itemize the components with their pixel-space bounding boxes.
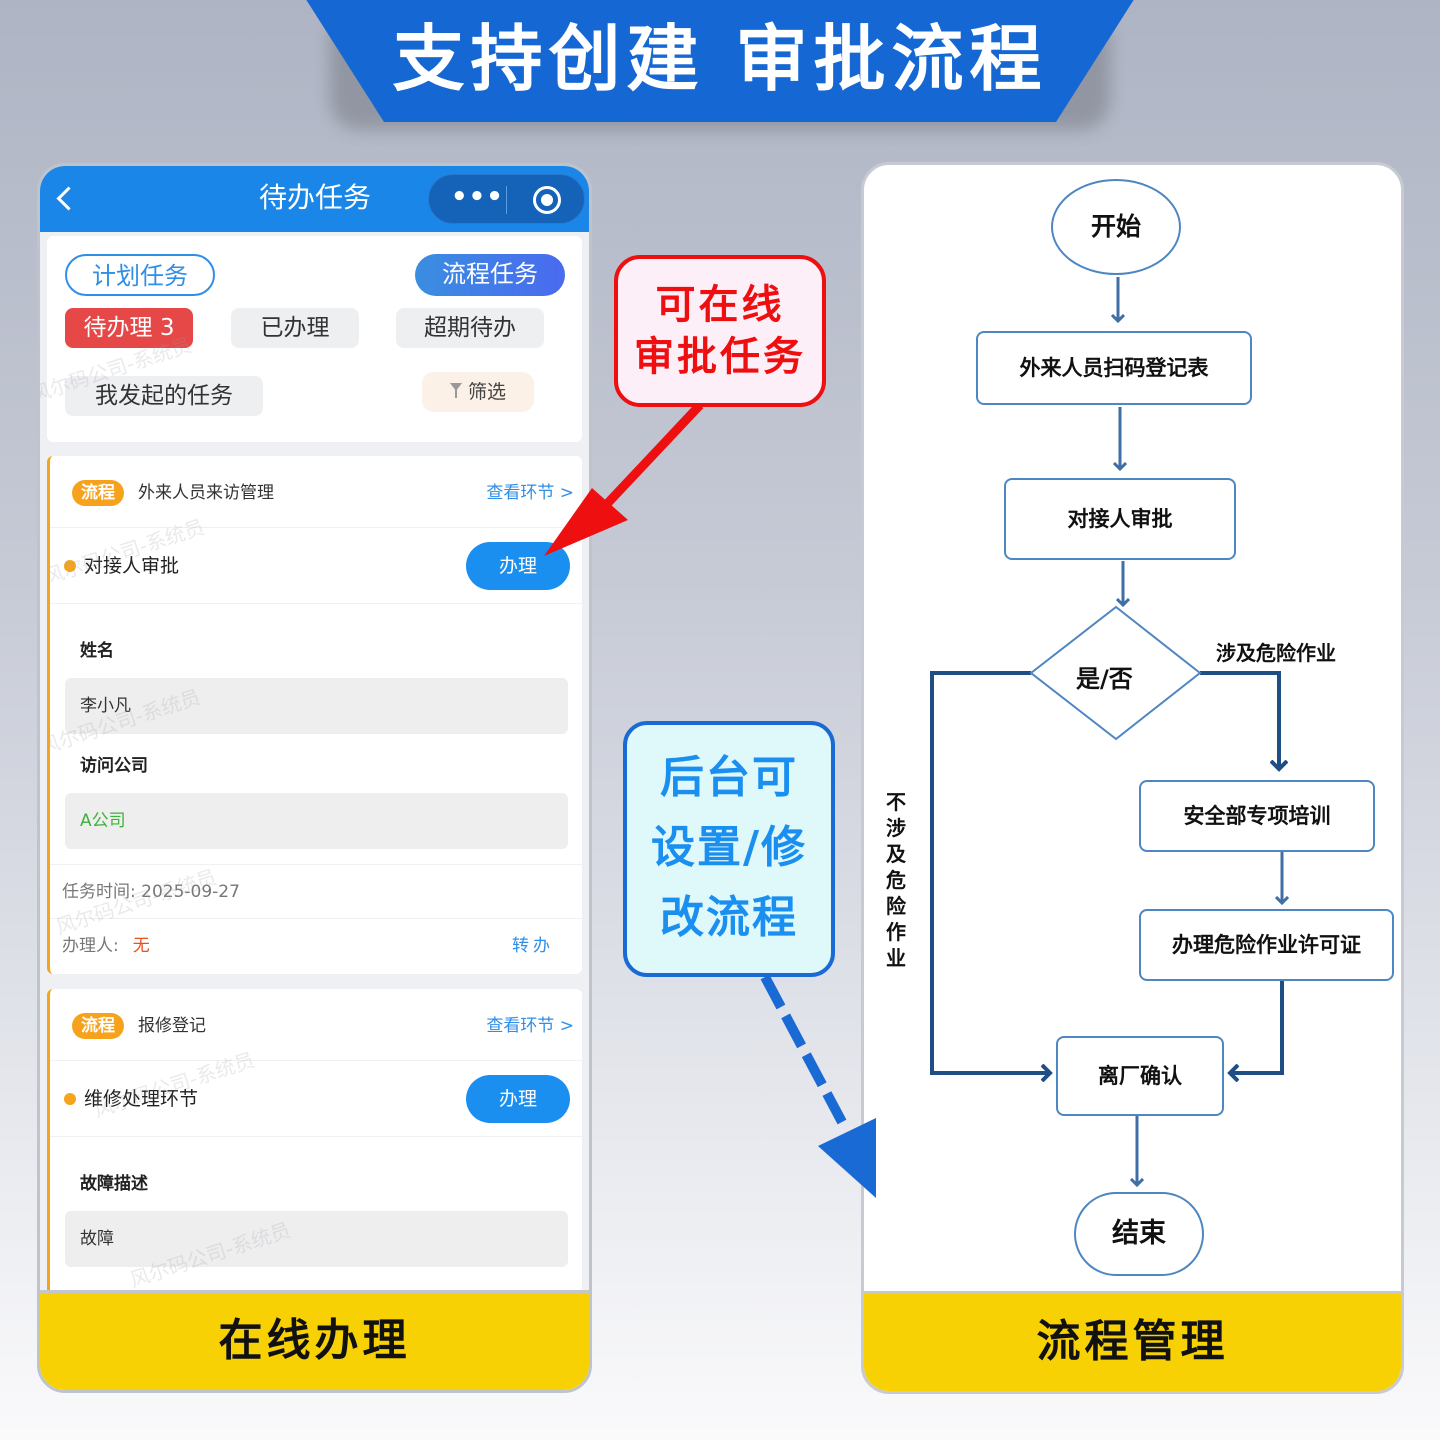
task-time: 任务时间: 2025-09-27 [62, 879, 240, 905]
task-handler-row: 办理人: 无 转办 [50, 918, 582, 972]
caption-online-handling: 在线办理 [40, 1290, 589, 1390]
view-steps-link[interactable]: 查看环节 > [486, 1016, 574, 1036]
filter-label: 筛选 [467, 381, 506, 403]
task-step-row: 维修处理环节 办理 [50, 1061, 582, 1137]
flow-node-end[interactable]: 结束 [1074, 1192, 1204, 1276]
miniprogram-capsule: ••• [428, 174, 585, 224]
filter-pending[interactable]: 待办理 3 [65, 308, 193, 348]
flow-node-decision[interactable]: 是/否 [1076, 665, 1133, 693]
handler-label: 办理人: [62, 936, 119, 956]
handle-button[interactable]: 办理 [466, 542, 570, 590]
flow-node-permit[interactable]: 办理危险作业许可证 [1139, 909, 1394, 981]
field-label-fault: 故障描述 [80, 1174, 148, 1194]
handler: 办理人: 无 [62, 933, 150, 959]
flow-node-training[interactable]: 安全部专项培训 [1139, 780, 1375, 852]
phone-header: 待办任务 ••• [40, 166, 589, 232]
field-value-company: A公司 [65, 793, 568, 849]
capsule-divider [506, 186, 507, 214]
field-value-name: 李小凡 [65, 678, 568, 734]
tab-flow-tasks[interactable]: 流程任务 [415, 254, 565, 296]
status-dot [64, 1093, 76, 1105]
callout-backend-line2: 设置/修 [650, 822, 808, 873]
funnel-icon [449, 383, 464, 399]
flow-node-leave[interactable]: 离厂确认 [1056, 1036, 1224, 1116]
edge-label-yes: 涉及危险作业 [1216, 641, 1336, 665]
close-target-icon[interactable] [533, 186, 561, 214]
filter-done[interactable]: 已办理 [231, 308, 359, 348]
flow-node-start[interactable]: 开始 [1051, 179, 1181, 275]
banner [300, 0, 1140, 122]
field-label-company: 访问公司 [80, 756, 148, 776]
field-value-fault: 故障 [65, 1211, 568, 1267]
task-process-name: 报修登记 [138, 1016, 206, 1036]
task-time-label: 任务时间: [62, 882, 136, 902]
task-time-row: 任务时间: 2025-09-27 [50, 864, 582, 918]
step-name: 维修处理环节 [84, 1088, 199, 1110]
callout-online-line1: 可在线 [655, 282, 785, 328]
task-card: 流程 外来人员来访管理 查看环节 > 对接人审批 办理 姓名 李小凡 访问公司 … [47, 456, 582, 974]
task-time-value: 2025-09-27 [141, 882, 240, 902]
flow-node-approve[interactable]: 对接人审批 [1004, 478, 1236, 560]
phone-panel: 待办任务 ••• 计划任务 流程任务 待办理 3 已办理 超期待办 我发起的任务… [37, 163, 592, 1393]
caption-flow-management: 流程管理 [864, 1291, 1401, 1391]
task-process-name: 外来人员来访管理 [138, 483, 274, 503]
filter-button[interactable]: 筛选 [422, 372, 534, 412]
flowchart-edges [930, 277, 1404, 1394]
callout-online-approval: 可在线 审批任务 [614, 255, 826, 407]
filter-my-initiated[interactable]: 我发起的任务 [65, 376, 263, 416]
field-label-name: 姓名 [80, 641, 114, 661]
flow-panel: 开始 外来人员扫码登记表 对接人审批 是/否 涉及危险作业 不涉及危险作业 安全… [861, 162, 1404, 1394]
status-dot [64, 560, 76, 572]
callout-online-line2: 审批任务 [634, 334, 806, 380]
filter-card: 计划任务 流程任务 待办理 3 已办理 超期待办 我发起的任务 筛选 风尔码公司… [40, 236, 582, 442]
filter-overdue[interactable]: 超期待办 [396, 308, 544, 348]
flow-tag: 流程 [72, 480, 124, 506]
tab-plan-tasks[interactable]: 计划任务 [65, 254, 215, 296]
handle-button[interactable]: 办理 [466, 1075, 570, 1123]
view-steps-link[interactable]: 查看环节 > [486, 483, 574, 503]
callout-backend-config: 后台可 设置/修 改流程 [623, 721, 835, 977]
task-card-header: 流程 报修登记 查看环节 > [50, 989, 582, 1061]
handler-value: 无 [132, 936, 150, 956]
task-card-header: 流程 外来人员来访管理 查看环节 > [50, 456, 582, 528]
more-dots-icon[interactable]: ••• [451, 182, 504, 212]
transfer-link[interactable]: 转办 [512, 936, 554, 956]
callout-backend-line3: 改流程 [660, 892, 798, 943]
flow-tag: 流程 [72, 1013, 124, 1039]
step-name: 对接人审批 [84, 555, 180, 577]
callout-backend-line1: 后台可 [660, 752, 798, 803]
page-title: 待办任务 [258, 181, 371, 214]
banner-title: 支持创建 审批流程 [392, 17, 1048, 101]
flow-node-register[interactable]: 外来人员扫码登记表 [976, 331, 1252, 405]
edge-label-no: 不涉及危险作业 [886, 790, 906, 970]
task-step-row: 对接人审批 办理 [50, 528, 582, 604]
